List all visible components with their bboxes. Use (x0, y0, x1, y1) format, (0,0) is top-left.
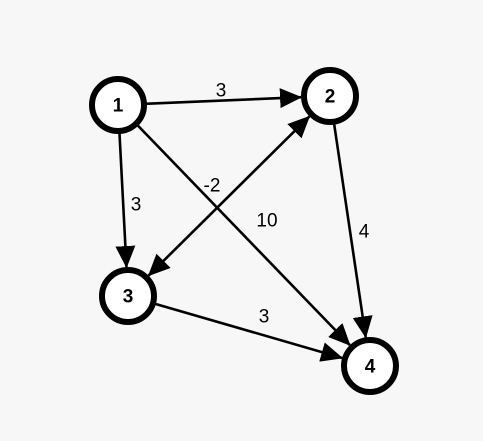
node-circle-1 (89, 76, 147, 134)
edge-weight-label-2-4: 4 (359, 222, 370, 243)
node-layer: 1 2 3 4 (89, 67, 399, 395)
node-circle-3 (99, 267, 157, 325)
node-circle-2 (301, 67, 359, 125)
edge-2-4 (332, 122, 373, 339)
node-4: 4 (341, 337, 399, 395)
edge-1-3 (115, 131, 136, 269)
node-3: 3 (99, 267, 157, 325)
edge-layer: 3 3 10 -2 4 3 (115, 81, 373, 362)
edge-weight-label-3-4: 3 (259, 307, 270, 328)
node-label-1: 1 (113, 96, 124, 117)
edge-3-4 (153, 302, 344, 362)
node-label-3: 3 (123, 287, 134, 308)
node-label-4: 4 (365, 357, 376, 378)
edge-weight-label-1-3: 3 (131, 195, 142, 216)
edge-weight-label-1-4: 10 (256, 211, 277, 232)
node-1: 1 (89, 76, 147, 134)
edge-weight-label-1-2: 3 (216, 81, 227, 102)
node-circle-4 (341, 337, 399, 395)
edge-1-2 (144, 88, 303, 109)
node-label-2: 2 (325, 87, 336, 108)
edge-weight-label-2-3: -2 (204, 176, 221, 197)
edge-1-4 (135, 123, 351, 347)
node-2: 2 (301, 67, 359, 125)
edge-2-3 (147, 115, 311, 277)
